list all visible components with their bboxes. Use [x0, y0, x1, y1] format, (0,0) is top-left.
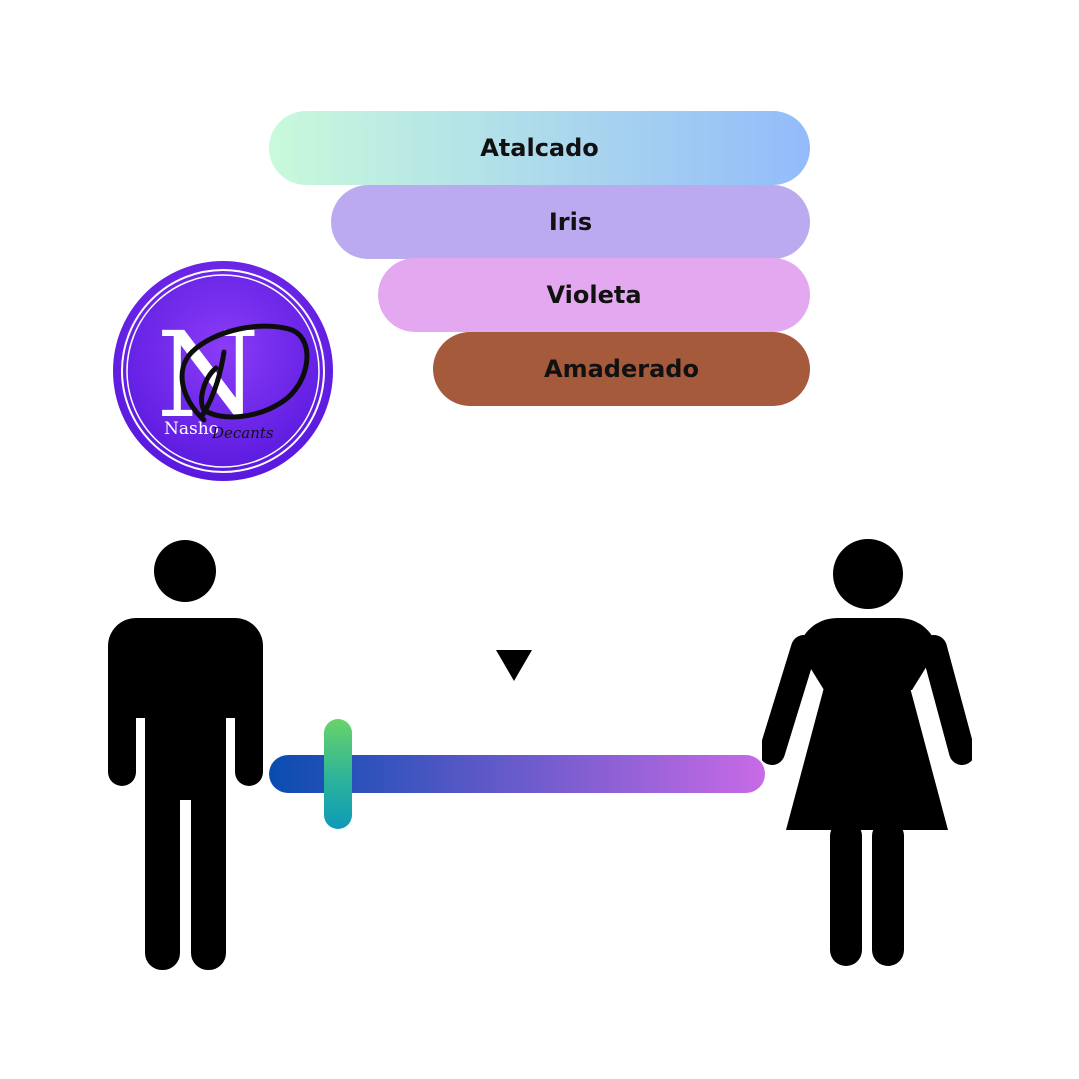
female-icon: [762, 539, 972, 966]
down-triangle-icon: [496, 650, 532, 681]
logo-brand-second: Decants: [211, 424, 274, 442]
logo-disc: [113, 261, 333, 481]
logo-ring-inner: [126, 274, 320, 468]
logo-script-stem: [199, 349, 227, 419]
logo-brand-first: Nasho: [164, 419, 219, 439]
note-pill-atalcado: Atalcado: [269, 111, 810, 185]
male-icon: [108, 540, 263, 970]
logo-ring-outer: [121, 269, 325, 473]
note-label-iris: Iris: [548, 208, 593, 236]
note-label-amaderado: Amaderado: [544, 355, 699, 383]
note-pill-iris: Iris: [331, 185, 810, 259]
gender-scale-marker: [324, 719, 352, 829]
note-label-violeta: Violeta: [546, 281, 642, 309]
brand-logo: N Nasho Decants: [113, 261, 333, 481]
note-pill-amaderado: Amaderado: [433, 332, 810, 406]
note-label-atalcado: Atalcado: [480, 134, 599, 162]
note-pill-violeta: Violeta: [378, 258, 810, 332]
